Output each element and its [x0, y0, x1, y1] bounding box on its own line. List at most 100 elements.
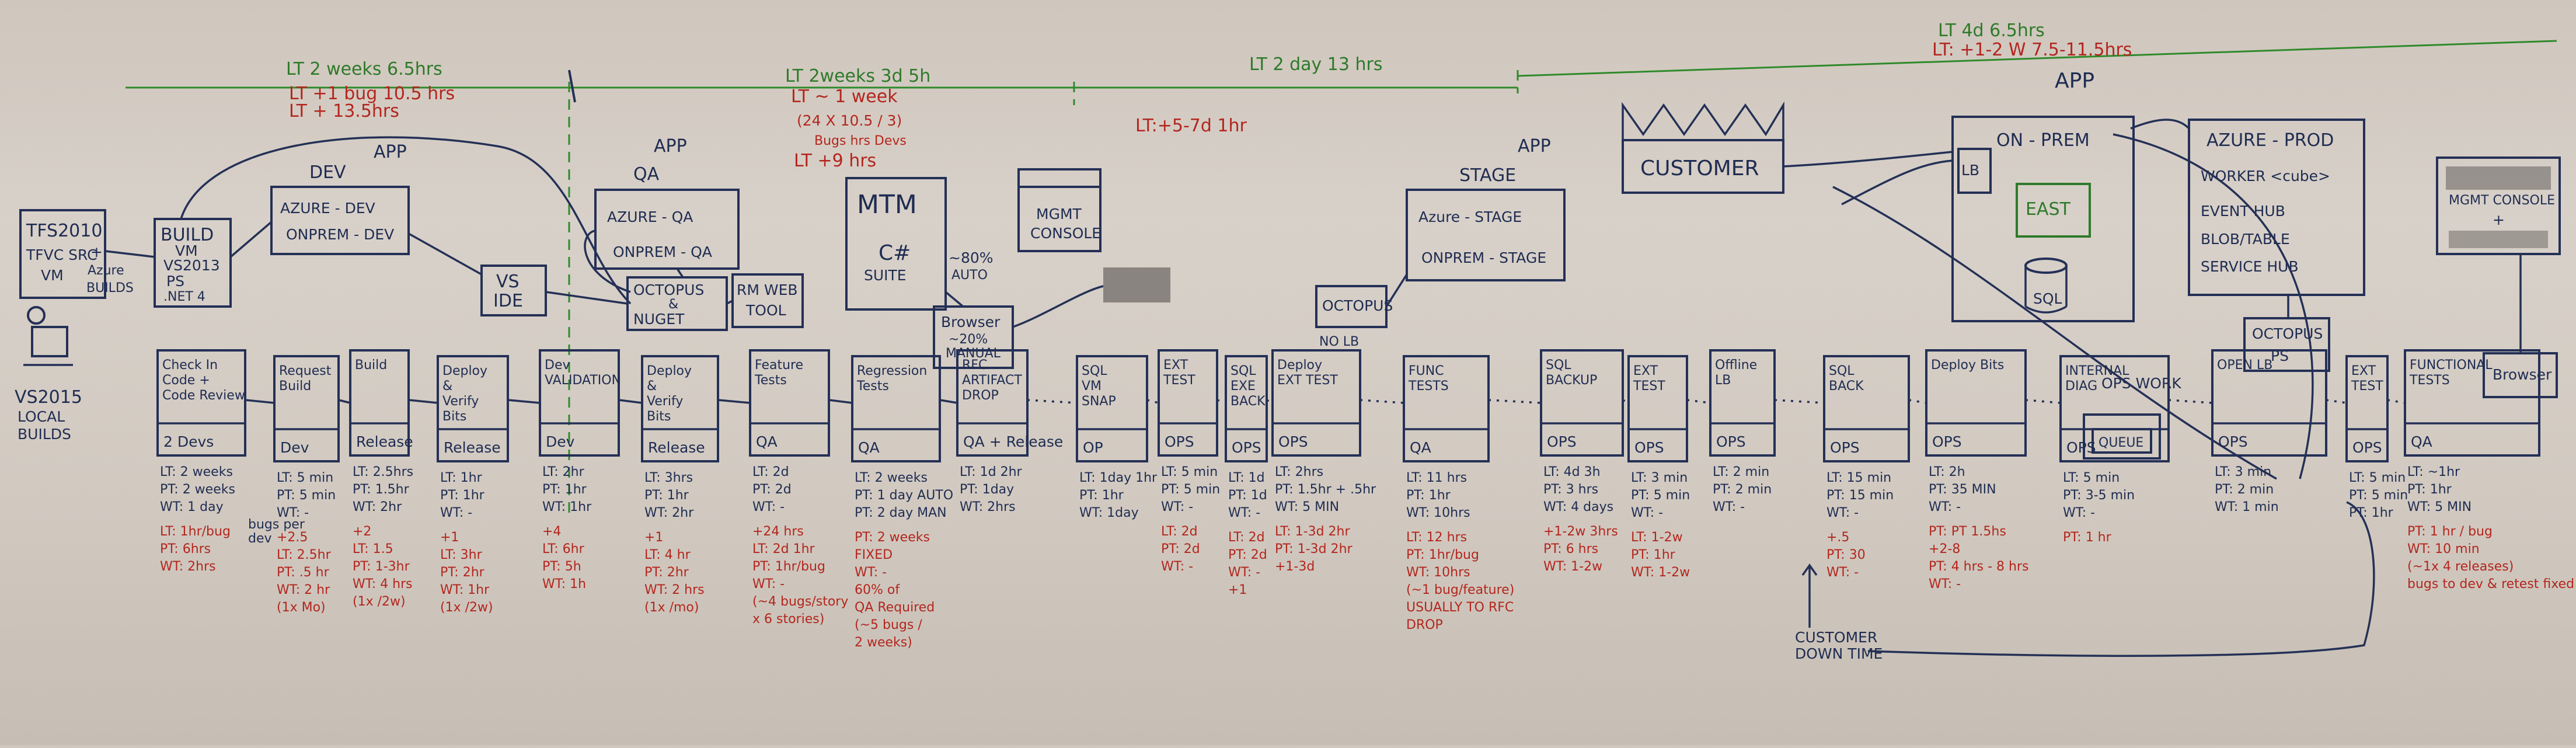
step-note: PT: 2d: [752, 482, 792, 497]
step-title: EXT: [2351, 364, 2376, 378]
step-title: SQL: [1231, 364, 1256, 378]
customer-block: CUSTOMER: [1622, 101, 1784, 194]
svg-text:MANUAL: MANUAL: [946, 346, 1001, 361]
step-note: PT: 1hr/bug: [1406, 548, 1479, 562]
octopus-box-2: OCTOPUS: [1315, 285, 1393, 328]
step-role: OP: [1083, 439, 1103, 456]
step-role: OPS: [2352, 439, 2382, 456]
step-note: LT: 1day 1hr: [1079, 471, 1158, 485]
vs-local-label-2: LOCAL: [18, 408, 65, 425]
step-note: PT: 5 min: [1631, 488, 1690, 503]
step-note: WT: 10 min: [2407, 542, 2480, 556]
step-note: LT: 1d 2hr: [960, 465, 1023, 479]
flow-arrow: [507, 399, 541, 404]
step-note: WT: 2hrs: [960, 500, 1016, 514]
step-role: QA + Release: [963, 433, 1063, 450]
svg-text:MTM: MTM: [857, 190, 917, 220]
step-note: PT: 6 hrs: [1543, 542, 1598, 556]
svg-text:PS: PS: [166, 273, 184, 290]
browser-box-1: Browser ~20% MANUAL: [933, 305, 1014, 369]
step-title: Regression: [857, 364, 927, 378]
step-note: PT: 1-3d 2hr: [1275, 542, 1353, 556]
step-title: Code Review: [162, 388, 245, 403]
step-title: DROP: [962, 388, 999, 403]
step-note: PT: 2d: [1161, 542, 1200, 556]
step-note: PT: 5 min: [2349, 488, 2408, 503]
step-flow-arrows: [245, 399, 2406, 404]
step-note: +1: [440, 530, 459, 545]
step-note: bugs to dev & retest fixed: [2407, 577, 2574, 592]
step-extra: bugs per: [248, 517, 305, 532]
step-note: LT: 3 min: [1631, 471, 1688, 485]
step-role: Release: [356, 433, 413, 450]
step-title: Deploy: [647, 364, 692, 378]
step-note: PT: 2 day MAN: [855, 506, 947, 520]
step-role: QA: [858, 439, 880, 456]
svg-text:OCTOPUS: OCTOPUS: [633, 281, 704, 298]
step-note: WT: 1h: [542, 577, 586, 592]
flow-arrow: [717, 399, 751, 404]
svg-text:BUILD: BUILD: [161, 225, 214, 245]
step-role: OPS: [1278, 433, 1308, 450]
step-note: PT: 1 hr: [2063, 530, 2112, 545]
step-note: PT: .5 hr: [277, 565, 330, 580]
flow-arrow: [2168, 399, 2213, 404]
svg-text:AZURE - QA: AZURE - QA: [607, 208, 693, 225]
step-note: PT: 30: [1826, 548, 1866, 562]
svg-text:MGMT: MGMT: [1036, 206, 1082, 222]
vs-local-label-3: BUILDS: [18, 426, 71, 443]
step-note: WT: 1hr: [440, 583, 490, 597]
svg-text:AZURE - PROD: AZURE - PROD: [2206, 130, 2334, 151]
step-note: PT: 3-5 min: [2063, 488, 2135, 503]
step-note: +1-3d: [1275, 559, 1315, 574]
step-note: PT: 5h: [542, 559, 581, 574]
step-title: BACKUP: [1546, 373, 1597, 388]
mtm-box: MTM C# SUITE ~80% AUTO: [845, 177, 994, 311]
flow-arrow: [1622, 399, 1629, 404]
step-title: EXT TEST: [1277, 373, 1338, 388]
step-note: WT: 4 hrs: [353, 577, 413, 592]
step-title: VM: [1082, 379, 1101, 394]
step-note: (1x Mo): [277, 600, 326, 615]
svg-text:+: +: [2493, 211, 2505, 228]
step-note: PT: 1hr: [1631, 548, 1676, 562]
step-note: (~1x 4 releases): [2407, 559, 2514, 574]
step-note: WT: 2 hrs: [644, 583, 705, 597]
browser-box-2: Browser: [2483, 352, 2558, 398]
step-note: WT: 1hr: [542, 500, 592, 514]
octopus-nuget-box: OCTOPUS & NUGET: [626, 276, 728, 331]
svg-text:CUSTOMER: CUSTOMER: [1640, 156, 1759, 180]
flow-arrow: [2326, 399, 2347, 404]
svg-text:Browser: Browser: [941, 314, 1001, 330]
step-note: WT: -: [2063, 506, 2095, 520]
step-title: Check In: [162, 358, 218, 373]
step-note: WT: 10hrs: [1406, 565, 1470, 580]
step-role: OPS: [1547, 433, 1577, 450]
seg2-sub3: Bugs hrs Devs: [814, 134, 907, 148]
step-note: LT: 2hr: [542, 465, 585, 479]
step-note: PT: 1day: [960, 482, 1014, 497]
step-note: PT: 2hr: [440, 565, 485, 580]
step-note: WT: 4 days: [1543, 500, 1613, 514]
step-note: 60% of: [855, 583, 900, 597]
step-note: WT: 2hrs: [160, 559, 216, 574]
step-title: FUNCTIONAL: [2410, 358, 2493, 373]
svg-text:APP: APP: [654, 136, 687, 156]
svg-text:C#: C#: [879, 241, 911, 265]
step-note: LT: 5 min: [1161, 465, 1218, 479]
step-note: WT: -: [440, 506, 472, 520]
step-title: TESTS: [2409, 373, 2450, 388]
mgmt-console-1: MGMT CONSOLE: [1017, 168, 1101, 252]
step-note: QA Required: [855, 600, 935, 615]
step-note: PT: 1hr: [1079, 488, 1124, 503]
app-prod-onprem: APP ON - PREM LB EAST SQL: [1951, 69, 2135, 322]
step-note: WT: -: [1228, 506, 1260, 520]
